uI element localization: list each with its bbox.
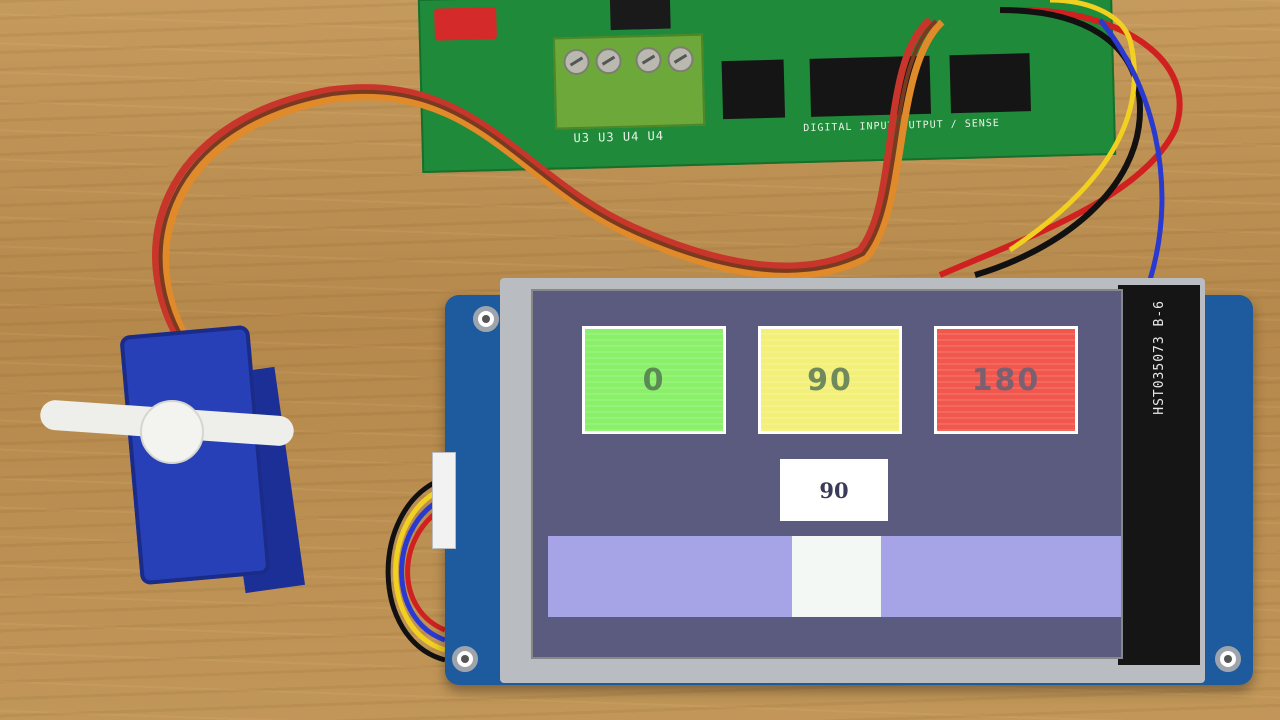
button-180-degrees[interactable]: 180 — [934, 326, 1078, 434]
button-90-label: 90 — [807, 362, 853, 398]
mounting-hole-icon — [473, 306, 499, 332]
button-180-label: 180 — [971, 362, 1041, 398]
lcd-panel-label: HST035073 B-6 — [1152, 300, 1167, 415]
angle-slider[interactable] — [548, 536, 1121, 617]
wire-connector — [432, 452, 456, 549]
touch-flex-cable — [1118, 285, 1200, 665]
slider-thumb[interactable] — [792, 536, 881, 617]
touch-screen: 0 90 180 90 — [531, 289, 1123, 659]
button-0-degrees[interactable]: 0 — [582, 326, 726, 434]
button-90-degrees[interactable]: 90 — [758, 326, 902, 434]
servo-motor — [119, 324, 271, 586]
servo-hub — [140, 400, 204, 464]
mounting-hole-icon — [452, 646, 478, 672]
mounting-hole-icon — [1215, 646, 1241, 672]
angle-value-text: 90 — [819, 477, 849, 503]
angle-value-display: 90 — [780, 459, 888, 521]
button-0-label: 0 — [642, 362, 666, 398]
